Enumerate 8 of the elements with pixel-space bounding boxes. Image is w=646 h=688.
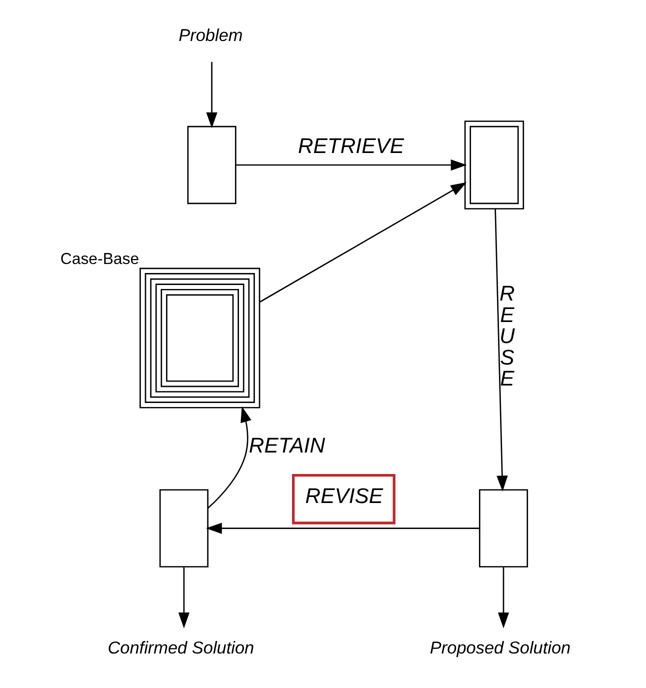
edge-label: REVISE bbox=[304, 484, 383, 508]
node-text: Confirmed Solution bbox=[107, 637, 254, 658]
edge-label: RETAIN bbox=[248, 434, 325, 458]
edge-label: R E U S E bbox=[499, 282, 514, 390]
node-text: Proposed Solution bbox=[429, 637, 570, 658]
edge-label: RETRIEVE bbox=[297, 134, 404, 158]
node-text: Problem bbox=[178, 24, 242, 45]
node-label: Case-Base bbox=[60, 250, 139, 268]
